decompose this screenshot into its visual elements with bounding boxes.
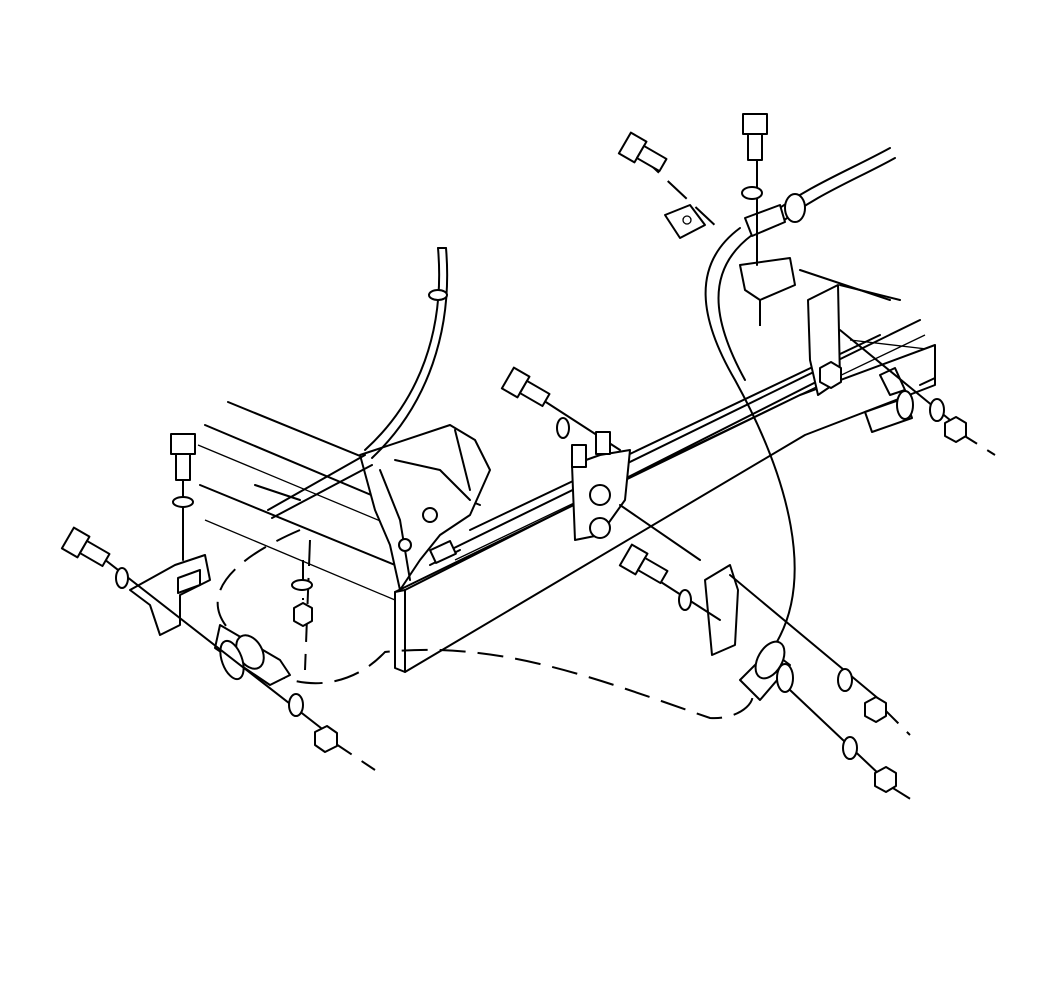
- washer-icon: [172, 496, 194, 508]
- bolt-icon: [170, 433, 196, 481]
- washer-icon: [291, 579, 313, 591]
- washer-icon: [929, 398, 945, 422]
- right-rear-cable: [704, 147, 896, 646]
- nut-icon: [293, 602, 313, 627]
- nuts: [293, 361, 967, 793]
- left-bracket: [129, 554, 211, 636]
- nut-icon: [314, 725, 338, 753]
- washer-icon: [115, 567, 129, 589]
- washer-icon: [556, 417, 570, 439]
- bolt-icon: [742, 113, 768, 161]
- upper-clip-bracket: [739, 257, 796, 301]
- front-cable: [267, 247, 449, 519]
- washer-icon: [842, 736, 858, 760]
- nut-icon: [944, 416, 967, 443]
- cable-routing-dashed: [216, 529, 754, 720]
- bolt-icon: [60, 526, 111, 568]
- bolts: [60, 113, 768, 585]
- lever-bracket: [359, 424, 491, 591]
- clip-nut: [664, 204, 706, 239]
- right-lower-bracket: [704, 564, 739, 656]
- right-cable-fitting: [739, 640, 794, 701]
- bolt-icon: [617, 131, 668, 173]
- washers: [115, 186, 945, 760]
- bolt-icon: [500, 366, 551, 408]
- upper-right-fitting: [864, 367, 936, 433]
- brackets: [129, 204, 841, 656]
- nut-icon: [819, 361, 842, 389]
- washer-icon: [837, 668, 853, 692]
- washer-icon: [288, 693, 304, 717]
- washer-icon: [678, 589, 692, 611]
- nut-icon: [864, 696, 887, 723]
- washer-icon: [741, 186, 763, 200]
- stud-icon: [571, 431, 611, 468]
- left-cable-fitting: [214, 624, 291, 686]
- bolt-icon: [618, 543, 669, 585]
- nut-icon: [874, 766, 897, 793]
- fastener-axis-lines: [94, 154, 996, 806]
